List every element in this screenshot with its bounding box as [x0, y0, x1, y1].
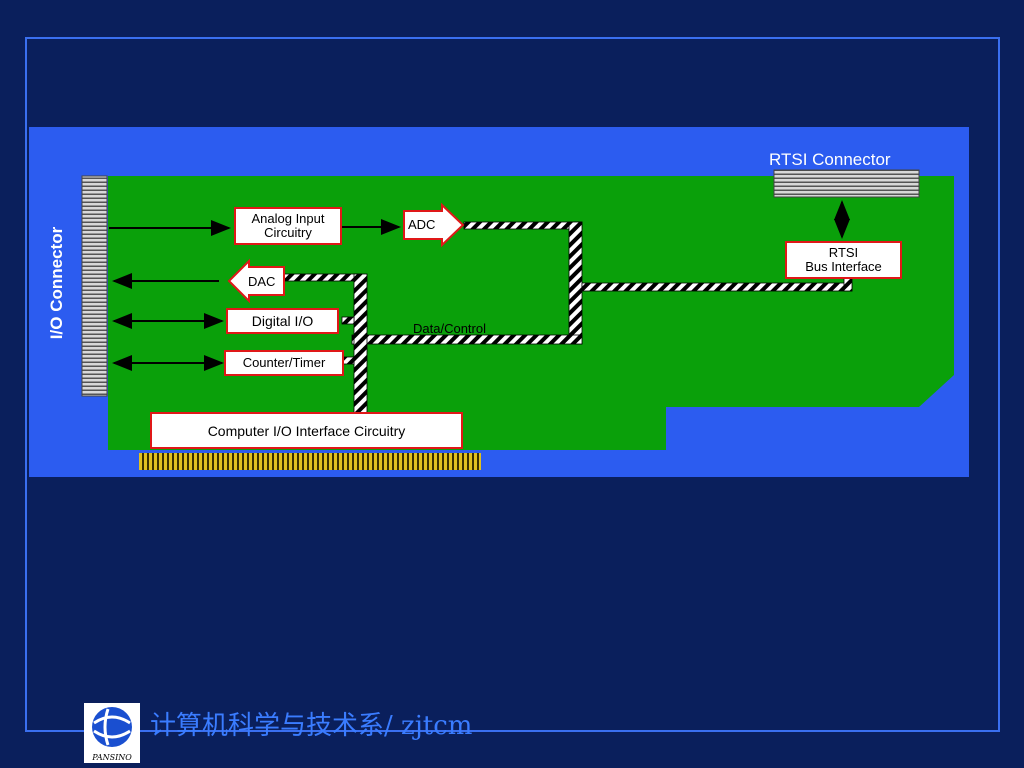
- data-control-bus: [283, 221, 853, 415]
- dac-label: DAC: [248, 274, 276, 289]
- globe-logo-icon: [92, 707, 132, 747]
- rtsi-bus-interface-box: RTSI Bus Interface: [785, 241, 902, 279]
- computer-io-interface-box: Computer I/O Interface Circuitry: [150, 412, 463, 449]
- daq-board-diagram: RTSI Connector I/O Connector Analog Inpu…: [29, 127, 969, 477]
- data-control-label: Data/Control: [413, 321, 486, 336]
- rtsi-connector-label: RTSI Connector: [769, 150, 891, 169]
- counter-timer-box: Counter/Timer: [224, 350, 344, 376]
- io-connector-block: [81, 175, 108, 397]
- footer-text: 计算机科学与技术系/ zjtcm: [150, 711, 473, 741]
- logo-text: PANSINO: [92, 753, 132, 762]
- dac-block-shape: [227, 258, 285, 304]
- digital-io-box: Digital I/O: [226, 308, 339, 334]
- logo: PANSINO: [84, 703, 140, 763]
- io-connector-label: I/O Connector: [47, 226, 66, 340]
- edge-connector-pins: [139, 453, 481, 470]
- rtsi-connector-block: [773, 169, 920, 198]
- adc-block-shape: [403, 202, 465, 248]
- adc-label: ADC: [408, 217, 436, 232]
- slide-frame: [25, 37, 1000, 732]
- analog-input-box: Analog Input Circuitry: [234, 207, 342, 245]
